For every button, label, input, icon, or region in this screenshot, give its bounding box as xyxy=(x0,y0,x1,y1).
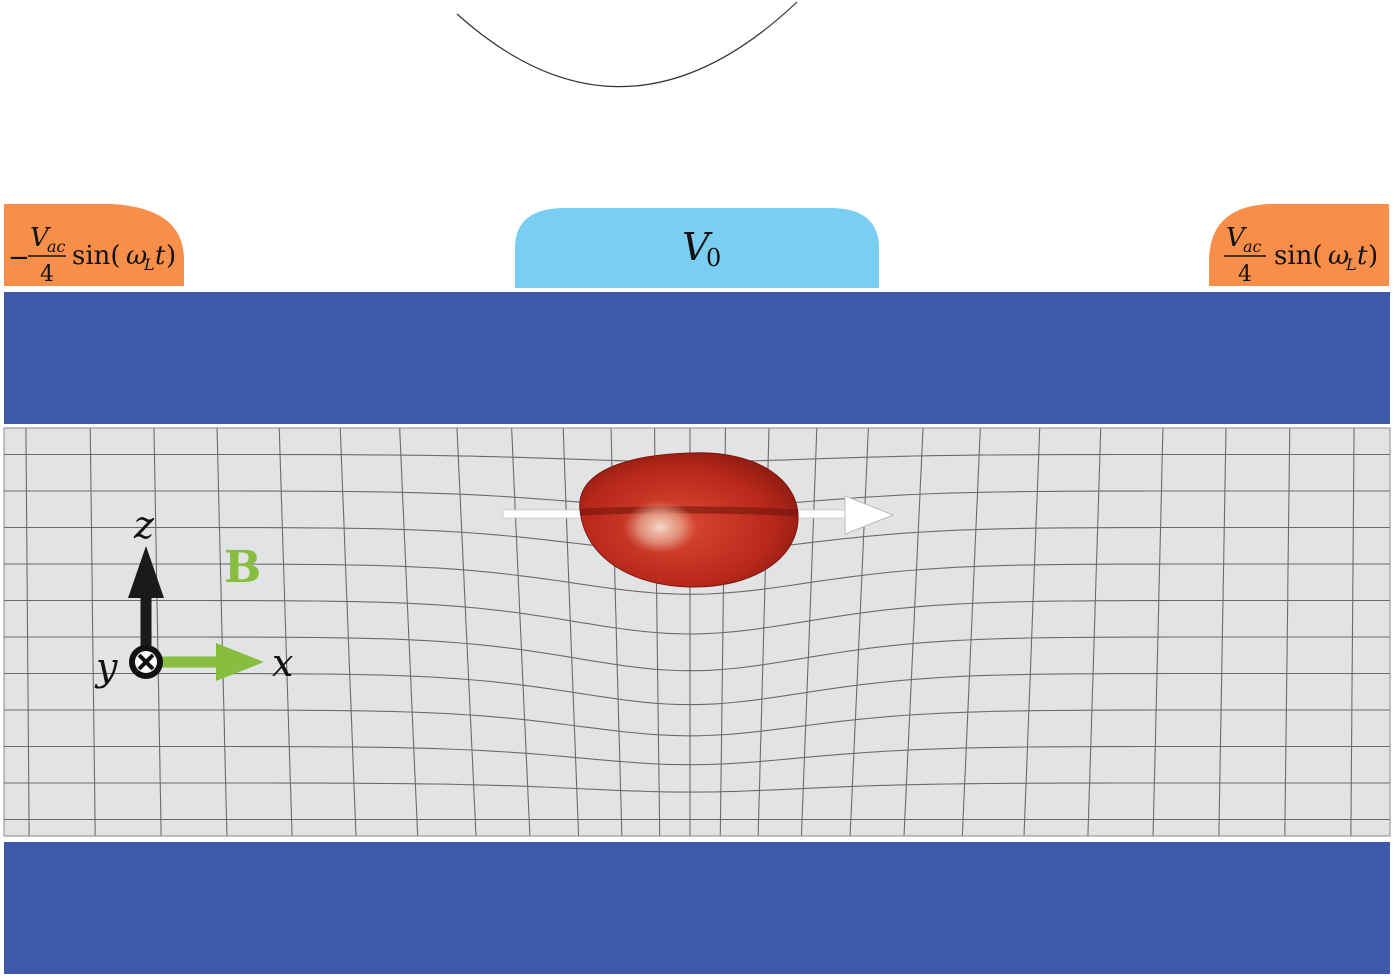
grid-line-vertical xyxy=(456,428,477,836)
grid-line-vertical xyxy=(278,428,293,836)
grid-line-vertical xyxy=(800,428,818,836)
grid-line-horizontal xyxy=(4,599,1390,635)
grid-line-vertical xyxy=(961,428,981,836)
right-gate xyxy=(1209,204,1389,286)
grid-line-horizontal xyxy=(4,709,1390,737)
svg-text:): ) xyxy=(1368,241,1378,271)
svg-text:V: V xyxy=(682,225,713,269)
grid-line-vertical xyxy=(511,428,531,836)
svg-text:ω: ω xyxy=(1328,241,1349,271)
tip-arc xyxy=(456,1,798,88)
grid-line-vertical xyxy=(1284,428,1291,836)
svg-text:−: − xyxy=(8,243,30,273)
bottom-dielectric-layer xyxy=(4,842,1390,974)
grid-line-vertical xyxy=(562,428,580,836)
right-gate-label: V ac 4 sin( ω L t ) xyxy=(1224,223,1378,287)
grid-line-vertical xyxy=(1152,428,1164,836)
svg-text:sin(: sin( xyxy=(1274,241,1323,271)
grid-line-horizontal xyxy=(4,672,1390,706)
svg-text:ac: ac xyxy=(1243,237,1262,256)
svg-text:L: L xyxy=(1345,255,1357,274)
grid-line-vertical xyxy=(153,428,162,836)
svg-text:t: t xyxy=(155,241,166,271)
circle-cross-icon xyxy=(129,645,163,679)
svg-text:V: V xyxy=(30,223,51,253)
grid-line-vertical xyxy=(89,428,96,836)
left-gate-label: − V ac 4 sin( ω L t ) xyxy=(8,223,176,287)
top-dielectric-layer xyxy=(4,292,1390,424)
grid-line-vertical xyxy=(1087,428,1102,836)
grid-line-vertical xyxy=(216,428,228,836)
coordinate-axes: z x y xyxy=(94,503,293,689)
left-gate xyxy=(4,204,184,286)
quantum-dot-blob xyxy=(579,452,799,588)
svg-text:): ) xyxy=(166,241,176,271)
center-gate xyxy=(515,208,879,288)
grid-line-vertical xyxy=(399,428,419,836)
svg-text:0: 0 xyxy=(706,244,721,272)
grid-line-horizontal xyxy=(4,782,1390,793)
grid-line-vertical xyxy=(25,428,30,836)
grid-line-horizontal xyxy=(4,636,1390,672)
magnetic-field-label: B xyxy=(224,542,261,593)
grid-line-vertical xyxy=(849,428,869,836)
svg-text:4: 4 xyxy=(40,262,54,287)
grid-line-horizontal xyxy=(4,563,1390,595)
svg-text:L: L xyxy=(143,255,155,274)
grid-line-vertical xyxy=(1218,428,1227,836)
grid-line-vertical xyxy=(903,428,924,836)
svg-text:sin(: sin( xyxy=(72,241,121,271)
x-axis-label: x xyxy=(272,641,293,685)
center-gate-label: V 0 xyxy=(682,225,721,272)
strain-grid xyxy=(4,428,1390,836)
grid-line-vertical xyxy=(1023,428,1041,836)
grid-line-horizontal xyxy=(4,745,1390,766)
svg-text:ac: ac xyxy=(47,237,66,256)
grid-line-vertical xyxy=(1350,428,1355,836)
y-axis-label: y xyxy=(94,645,118,689)
svg-text:V: V xyxy=(1226,223,1247,253)
grid-line-vertical xyxy=(339,428,357,836)
svg-text:ω: ω xyxy=(126,241,147,271)
svg-text:t: t xyxy=(1357,241,1368,271)
svg-text:4: 4 xyxy=(1238,262,1252,287)
z-axis-label: z xyxy=(133,503,155,547)
channel-border xyxy=(3,427,1391,837)
